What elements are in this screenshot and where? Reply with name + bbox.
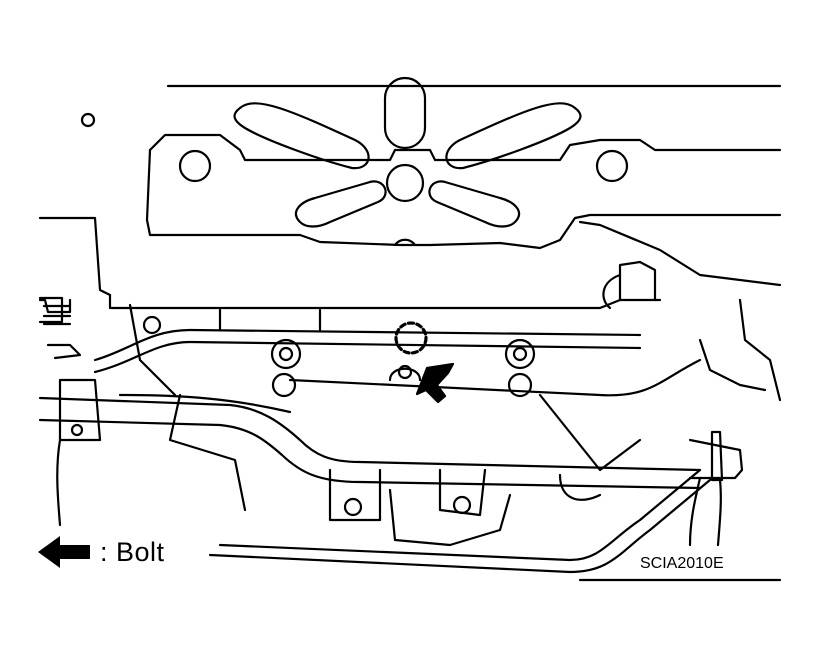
bolt-location-marker [394,321,455,404]
figure-code: SCIA2010E [640,555,724,572]
arrow-icon [38,536,90,568]
upper-plate [80,76,782,250]
legend-label: : Bolt [100,536,165,567]
fluid-lines [93,328,782,582]
oil-pan-body [38,216,782,547]
left-bracket [38,298,82,527]
legend: : Bolt [36,532,165,572]
bolt-arrow-icon [415,362,455,404]
stabilizer-bar [38,378,744,547]
